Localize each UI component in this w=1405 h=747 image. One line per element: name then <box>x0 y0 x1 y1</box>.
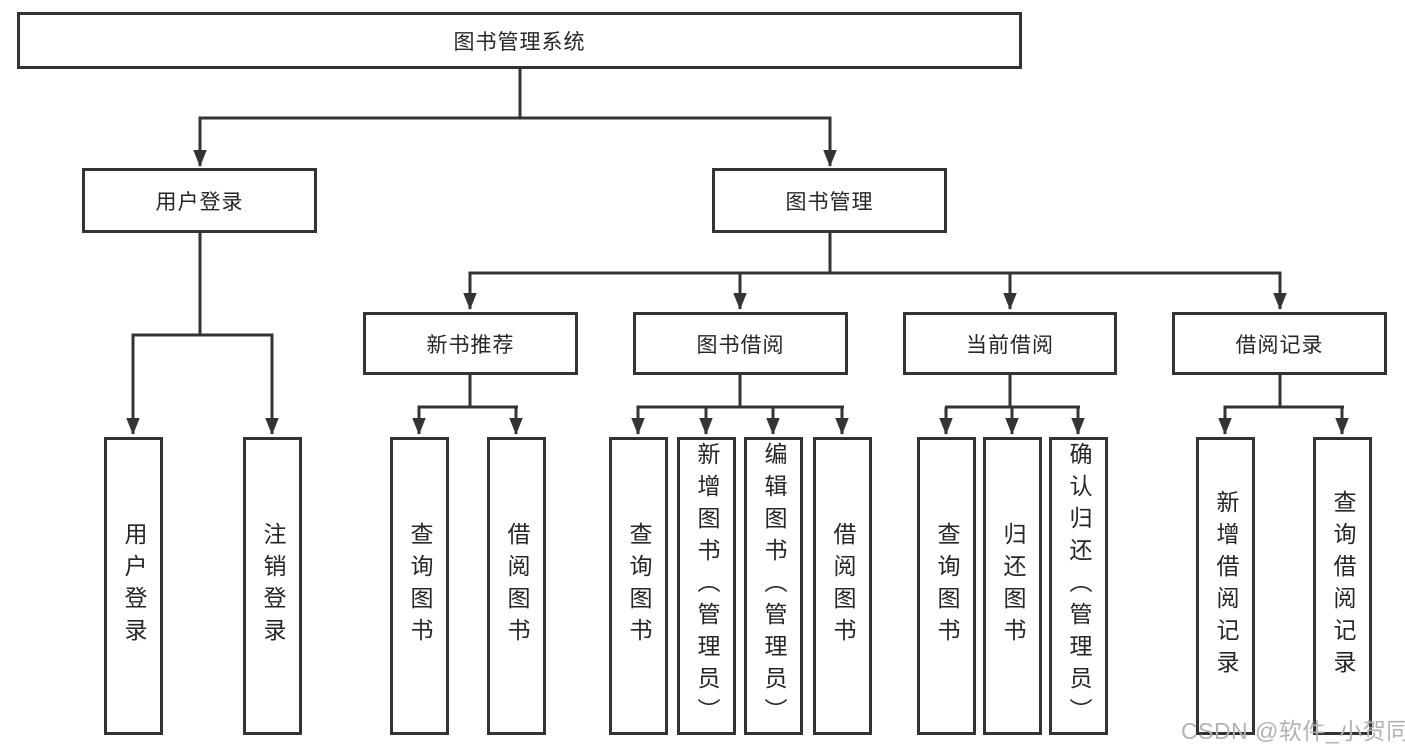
node-leaf-logout: 注销登录 <box>243 437 302 735</box>
node-library-management-system: 图书管理系统 <box>17 12 1022 69</box>
node-leaf-search-books-current: 查询图书 <box>917 437 976 735</box>
leaf-label: 查询图书 <box>934 522 960 650</box>
leaf-label: 新增图书（管理员） <box>694 442 720 730</box>
node-book-borrowing: 图书借阅 <box>633 312 848 375</box>
leaf-label: 借阅图书 <box>830 522 856 650</box>
leaf-label: 新增借阅记录 <box>1213 490 1239 682</box>
leaf-label: 编辑图书（管理员） <box>761 442 787 730</box>
node-leaf-add-books-admin: 新增图书（管理员） <box>677 437 736 735</box>
leaf-label: 查询图书 <box>626 522 652 650</box>
node-leaf-search-books-borrowing: 查询图书 <box>609 437 668 735</box>
node-leaf-search-borrow-record: 查询借阅记录 <box>1313 437 1372 735</box>
leaf-label: 注销登录 <box>260 522 286 650</box>
node-borrowing-records: 借阅记录 <box>1172 312 1387 375</box>
leaf-label: 查询图书 <box>407 522 433 650</box>
leaf-label: 归还图书 <box>1000 522 1026 650</box>
node-leaf-borrow-books-recommend: 借阅图书 <box>487 437 546 735</box>
node-leaf-borrow-books: 借阅图书 <box>813 437 872 735</box>
node-current-borrowing: 当前借阅 <box>903 312 1117 375</box>
node-leaf-user-login: 用户登录 <box>104 437 163 735</box>
node-leaf-confirm-return-admin: 确认归还（管理员） <box>1049 437 1108 735</box>
node-leaf-search-books-recommend: 查询图书 <box>390 437 449 735</box>
csdn-watermark: CSDN @软件_小贺同学 <box>1181 718 1405 744</box>
node-new-book-recommendation: 新书推荐 <box>363 312 578 375</box>
leaf-label: 借阅图书 <box>504 522 530 650</box>
leaf-label: 确认归还（管理员） <box>1066 442 1092 730</box>
node-book-management-branch: 图书管理 <box>712 168 947 233</box>
node-leaf-edit-books-admin: 编辑图书（管理员） <box>744 437 803 735</box>
leaf-label: 用户登录 <box>121 522 147 650</box>
node-leaf-return-books: 归还图书 <box>983 437 1042 735</box>
leaf-label: 查询借阅记录 <box>1330 490 1356 682</box>
node-leaf-add-borrow-record: 新增借阅记录 <box>1196 437 1255 735</box>
node-user-login-branch: 用户登录 <box>82 168 317 233</box>
